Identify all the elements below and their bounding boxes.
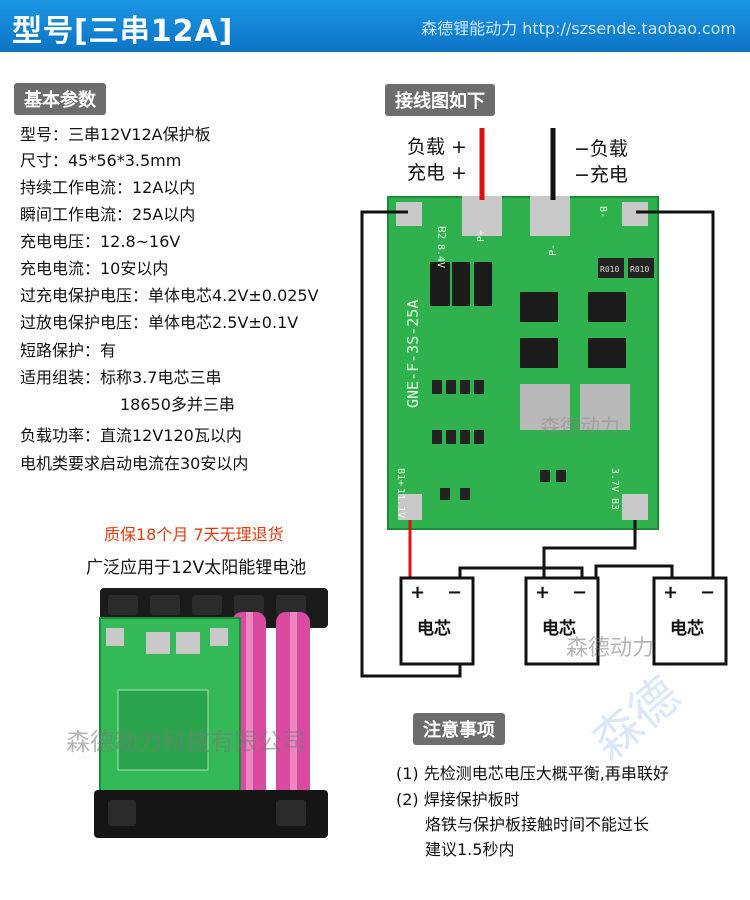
spec-size: 尺寸：45*56*3.5mm — [20, 151, 182, 170]
res-r010-2: R010 — [630, 265, 649, 274]
notes-heading: 注意事项 — [413, 713, 505, 745]
board-model-text: GNE-F-3S-25A — [404, 300, 422, 408]
watermark-company: 森德动力科技有限公司 — [66, 728, 306, 756]
wire-b2 — [360, 210, 462, 678]
cell3-label: 电芯 — [670, 618, 704, 639]
cell3-plus: + — [663, 582, 678, 603]
wiring-heading: 接线图如下 — [385, 84, 495, 116]
cell-1 — [399, 576, 475, 666]
pad-b2 — [396, 202, 422, 226]
label-load-pos: 负载 + — [407, 136, 467, 158]
spec-motor-note: 电机类要求启动电流在30安以内 — [20, 454, 249, 473]
label-load-neg: −负载 — [574, 138, 628, 160]
wire-b-neg — [636, 210, 715, 578]
spec-short-circuit: 短路保护：有 — [20, 341, 117, 360]
spec-load-power: 负载功率：直流12V120瓦以内 — [20, 426, 242, 445]
spec-model: 型号：三串12V12A保护板 — [20, 125, 211, 144]
warranty-text: 质保18个月 7天无理退货 — [104, 525, 284, 544]
page-title: 型号[三串12A] — [12, 14, 234, 49]
cell2-plus: + — [535, 582, 550, 603]
res-r010-1: R010 — [600, 265, 619, 274]
note-1: (1) 先检测电芯电压大概平衡,再串联好 — [396, 764, 669, 783]
wire-b3 — [542, 520, 637, 578]
label-p-neg: P- — [548, 244, 559, 256]
label-37v: 3.7V — [609, 468, 620, 492]
spec-overdischarge: 过放电保护电压：单体电芯2.5V±0.1V — [20, 313, 299, 332]
spec-continuous-current: 持续工作电流：12A以内 — [20, 178, 196, 197]
pad-b1 — [398, 494, 422, 520]
cell1-minus: − — [447, 582, 462, 603]
wire-cell2-cell3 — [594, 564, 674, 578]
label-b-neg: B- — [597, 206, 608, 218]
shop-url[interactable]: 森德锂能动力 http://szsende.taobao.com — [421, 19, 736, 38]
cell2-label: 电芯 — [542, 618, 576, 639]
note-2: (2) 焊接保护板时 — [396, 790, 520, 809]
cell3-minus: − — [700, 582, 715, 603]
cell-3 — [652, 576, 728, 666]
watermark-short: 森德动力 — [566, 636, 655, 661]
pad-b3 — [622, 494, 648, 520]
spec-assembly: 适用组装：标称3.7电芯三串 — [20, 368, 222, 387]
spec-charge-voltage: 充电电压：12.8~16V — [20, 232, 181, 251]
note-2-detail: 烙铁与保护板接触时间不能过长 — [425, 815, 650, 834]
cell-2 — [524, 576, 600, 666]
cell2-minus: − — [572, 582, 587, 603]
pad-p-pos — [462, 196, 502, 236]
spec-peak-current: 瞬间工作电流：25A以内 — [20, 205, 196, 224]
pad-p-neg — [530, 196, 570, 236]
label-84v: 8.4V — [435, 244, 446, 268]
spec-charge-current: 充电电流：10安以内 — [20, 259, 169, 278]
label-charge-pos: 充电 + — [407, 162, 467, 184]
params-heading: 基本参数 — [14, 83, 106, 115]
spec-assembly-2: 18650多并三串 — [120, 395, 235, 414]
label-p-pos: P+ — [476, 230, 487, 242]
watermark-board: 森德动力 — [540, 414, 620, 438]
label-charge-neg: −充电 — [574, 164, 628, 186]
wire-cell1-cell2 — [458, 566, 584, 578]
spec-overcharge: 过充电保护电压：单体电芯4.2V±0.025V — [20, 286, 319, 305]
application-text: 广泛应用于12V太阳能锂电池 — [86, 558, 307, 578]
cell1-label: 电芯 — [417, 618, 451, 639]
note-2-suggest: 建议1.5秒内 — [425, 840, 515, 859]
label-b2: B2 — [435, 226, 448, 239]
label-b3: B3 — [609, 498, 620, 510]
cell1-plus: + — [410, 582, 425, 603]
label-111v: 11.1V — [395, 488, 406, 518]
label-b1: B1+ — [395, 468, 406, 486]
pad-b-neg — [622, 202, 648, 226]
header-bar: 型号[三串12A] 森德锂能动力 http://szsende.taobao.c… — [0, 0, 750, 52]
